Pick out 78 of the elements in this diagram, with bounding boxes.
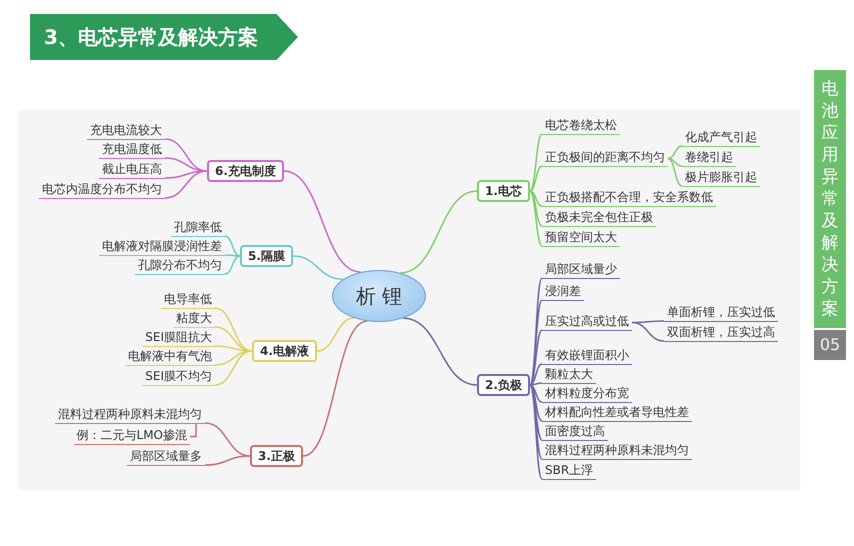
branch-box: 3.正极	[250, 445, 303, 467]
branch-box: 5.隔膜	[240, 245, 293, 267]
connector-line	[632, 320, 664, 324]
connector-line	[214, 350, 252, 386]
connector-line	[529, 329, 542, 386]
connector-line	[214, 345, 252, 352]
cause-label: 负极未完全包住正极	[542, 210, 656, 227]
cause-label: 浸润差	[542, 284, 584, 301]
connector-line	[529, 300, 543, 386]
cause-label: 局部区域量少	[542, 262, 620, 279]
cause-label: SBR上浮	[542, 463, 596, 480]
connector-line	[529, 278, 543, 386]
cause-label: 局部区域量多	[127, 449, 205, 466]
cause-label: 截止电压高	[99, 162, 165, 179]
connector-line	[530, 190, 542, 207]
connector-line	[225, 254, 240, 257]
connector-line	[668, 158, 682, 187]
connector-line	[530, 363, 542, 386]
cause-label: 例：二元与LMO掺混	[74, 428, 190, 445]
cause-label: SEI膜阻抗大	[142, 330, 215, 347]
connector-line	[529, 190, 542, 247]
connector-line	[204, 455, 250, 466]
page-number: 05	[814, 330, 846, 360]
cause-label: 化成产气引起	[682, 130, 760, 147]
connector-line	[284, 170, 361, 273]
section-heading: 电池应用异常及解决方案	[814, 70, 846, 328]
cause-label: 电解液中有气泡	[125, 349, 215, 366]
cause-label: 面密度过高	[542, 424, 608, 441]
cause-label: 压实过高或过低	[542, 314, 632, 331]
cause-label: 混料过程两种原料未混均匀	[55, 407, 205, 424]
cause-label: 电导率低	[161, 292, 215, 309]
connector-line	[224, 235, 240, 257]
cause-label: 正负极间的距离不均匀	[542, 150, 668, 167]
connector-line	[224, 255, 240, 275]
branch-box: 1.电芯	[477, 180, 530, 202]
connector-line	[668, 158, 682, 167]
cause-label: 粘度大	[173, 311, 215, 328]
connector-line	[530, 165, 542, 192]
branch-box: 2.负极	[477, 374, 530, 396]
cause-label: 有效嵌锂面积小	[542, 348, 632, 365]
connector-line	[529, 384, 543, 460]
cause-label: 混料过程两种原料未混均匀	[542, 443, 692, 460]
connector-line	[403, 317, 478, 386]
branch-box: 4.电解液	[252, 340, 317, 362]
connector-line	[164, 157, 208, 172]
cause-label: 电芯卷绕太松	[542, 118, 620, 135]
connector-line	[302, 320, 368, 457]
connector-line	[529, 133, 542, 192]
connector-line	[529, 384, 543, 480]
title-banner: 3、电芯异常及解决方案	[30, 14, 298, 60]
cause-label: 双面析锂，压实过高	[664, 325, 778, 342]
connector-line	[530, 382, 542, 386]
cause-label: 极片膨胀引起	[682, 170, 760, 187]
cause-label: 电芯内温度分布不均匀	[39, 182, 165, 199]
cause-label: 充电电流较大	[87, 123, 165, 140]
connector-line	[190, 424, 197, 438]
cause-label: 材料配向性差或者导电性差	[542, 405, 692, 422]
branch-box: 6.充电制度	[207, 160, 284, 182]
cause-label: 孔隙率低	[171, 220, 225, 237]
connector-line	[530, 190, 542, 227]
connector-line	[400, 190, 478, 274]
cause-label: 充电温度低	[99, 142, 165, 159]
cause-label: 单面析锂，压实过低	[664, 305, 778, 322]
connector-line	[530, 384, 542, 403]
cause-label: 孔隙分布不均匀	[135, 258, 225, 275]
cause-label: 正负极搭配不合理，安全系数低	[542, 190, 716, 207]
connector-line	[164, 170, 208, 199]
cause-label: SEI膜不均匀	[142, 369, 215, 386]
cause-label: 预留空间太大	[542, 230, 620, 247]
connector-line	[632, 322, 664, 342]
cause-label: 材料粒度分布宽	[542, 386, 632, 403]
connector-line	[204, 422, 250, 457]
cause-label: 卷绕引起	[682, 150, 736, 167]
connector-line	[316, 317, 354, 352]
connector-line	[668, 145, 682, 160]
cause-label: 电解液对隔膜浸润性差	[99, 239, 225, 256]
connector-line	[292, 255, 344, 280]
cause-label: 颗粒太大	[542, 367, 596, 384]
